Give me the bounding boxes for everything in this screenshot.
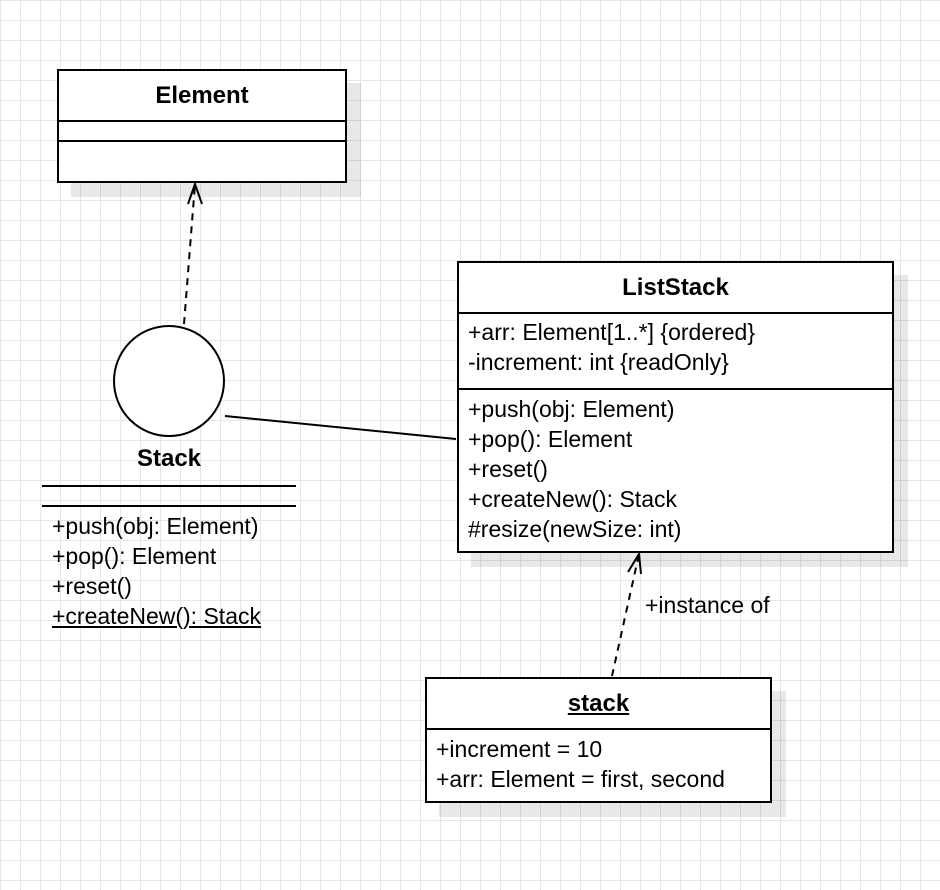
stack-slot-arr: +arr: Element = first, second: [436, 766, 725, 792]
stack-object-box[interactable]: stack +increment = 10 +arr: Element = fi…: [425, 677, 772, 803]
liststack-op-reset: +reset(): [468, 456, 548, 482]
stack-interface-circle: [113, 325, 225, 437]
element-attributes-compartment: [59, 122, 345, 142]
liststack-op-push: +push(obj: Element): [468, 396, 675, 422]
instance-of-label: +instance of: [645, 592, 770, 618]
element-class-name: Element: [59, 71, 345, 122]
realization-line-liststack-stack: [224, 415, 457, 440]
liststack-operations-compartment: +push(obj: Element) +pop(): Element +res…: [459, 390, 892, 546]
stack-op-pop: +pop(): Element: [52, 543, 217, 569]
liststack-op-createnew: +createNew(): Stack: [468, 486, 677, 512]
stack-op-createnew: +createNew(): Stack: [52, 603, 261, 629]
stack-op-reset: +reset(): [52, 573, 132, 599]
liststack-attributes-compartment: +arr: Element[1..*] {ordered} -increment…: [459, 314, 892, 390]
liststack-op-resize: #resize(newSize: int): [468, 516, 682, 542]
liststack-op-pop: +pop(): Element: [468, 426, 633, 452]
stack-interface-name: Stack: [136, 445, 202, 472]
stack-object-name: stack: [427, 679, 770, 730]
liststack-class-name: ListStack: [459, 263, 892, 314]
liststack-class-box[interactable]: ListStack +arr: Element[1..*] {ordered} …: [457, 261, 894, 553]
stack-interface-operations: +push(obj: Element) +pop(): Element +res…: [52, 511, 261, 631]
stack-object-slots: +increment = 10 +arr: Element = first, s…: [427, 730, 770, 796]
liststack-attr-arr: +arr: Element[1..*] {ordered}: [468, 319, 756, 345]
stack-slot-increment: +increment = 10: [436, 736, 603, 762]
instance-of-arrow: [611, 550, 642, 677]
dependency-arrow-stack-element: [183, 180, 203, 325]
stack-op-push: +push(obj: Element): [52, 513, 259, 539]
element-operations-compartment: [59, 142, 345, 181]
element-class-box[interactable]: Element: [57, 69, 347, 183]
liststack-attr-increment: -increment: int {readOnly}: [468, 349, 729, 375]
